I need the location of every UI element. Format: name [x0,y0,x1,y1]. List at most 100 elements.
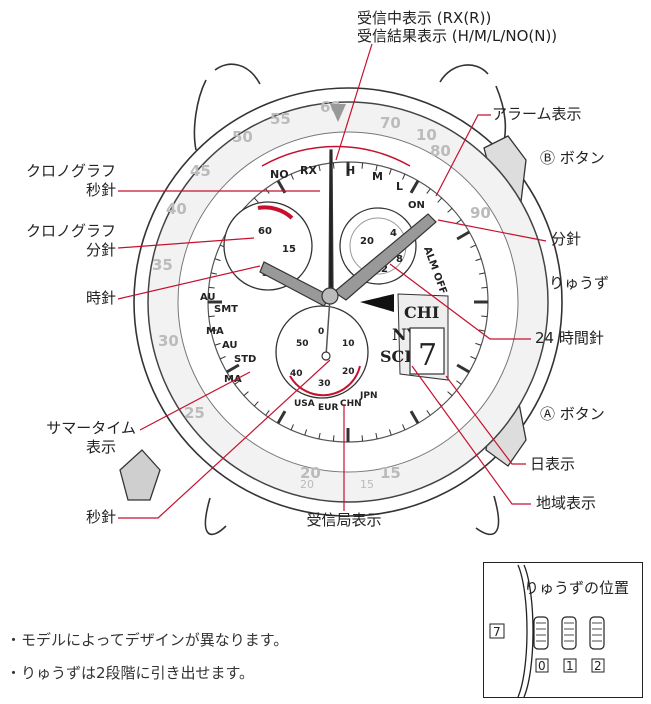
dst-mark: AU [222,340,238,351]
right-subdial-num: 4 [390,228,397,239]
chapter-tick [402,173,406,180]
chapter-tick [290,424,294,431]
watch-case [133,63,563,536]
chapter-tick [214,258,221,262]
bezel-num: 25 [184,404,205,422]
summer-time-label-2: 表示 [85,438,116,456]
chapter-tick [481,315,488,318]
chapter-tick [402,424,406,431]
alarm-indicator-label: アラーム表示 [492,105,582,123]
ring-num: 15 [360,478,374,491]
status-mark-rx: RX [300,164,317,177]
chapter-tick [388,429,392,436]
crown-position-title: りゅうずの位置 [524,579,630,597]
bezel-num: 50 [232,128,253,146]
bottom-subdial-num: 0 [318,327,324,337]
right-subdial: 20 4 8 12 [339,207,417,285]
chapter-tick [332,162,335,169]
left-subdial-num: 60 [258,226,272,237]
dst-mark: MA [206,326,224,337]
bezel-num: 15 [380,464,401,482]
chapter-tick [481,286,488,289]
chapter-tick [456,380,462,385]
chrono-second-hand [328,149,334,291]
status-mark-no: NO [270,168,289,181]
button-b-label: Ⓑ ボタン [540,149,605,167]
reception-scale-arc [261,145,411,167]
second-hand-shape [325,297,331,357]
chapter-tick [470,356,477,360]
chapter-tick [304,429,308,436]
dst-marks: AU SMT MA AU STD MA [200,292,256,385]
bottom-subdial-num: 40 [290,369,303,379]
chapter-tick [208,286,215,289]
crown-left-marker: 7 [493,625,501,639]
reception-result-label: 受信結果表示 (H/M/L/NO(N)) [357,27,558,45]
pointer-lines [117,43,547,519]
chapter-tick [388,168,392,175]
chrono-second-label-1: クロノグラフ [25,162,116,180]
crown-position-box: りゅうずの位置 7 0 1 2 [483,562,643,698]
dst-mark: STD [234,354,256,365]
chapter-tick [447,391,453,397]
chapter-ring-ticks [208,162,488,442]
chapter-tick [426,188,431,194]
bezel-num: 45 [190,162,211,180]
chapter-tick [361,435,364,442]
chapter-tick [475,342,482,346]
region-indicator-label: 地域表示 [536,494,597,512]
dst-mark: MA [224,374,242,385]
chapter-tick [478,272,486,275]
chapter-tick [478,329,486,332]
chapter-tick [290,173,294,180]
bezel-num: 80 [430,142,451,160]
chapter-tick [276,410,287,424]
chapter-tick [234,380,240,385]
date-window: 7 [409,327,445,375]
hands [259,149,437,361]
minute-hand-shape [332,213,437,301]
chapter-tick [318,164,321,172]
chapter-tick [243,391,249,397]
chapter-tick [208,315,215,318]
chapter-tick [318,432,321,440]
receiving-indicator-label: 受信中表示 (RX(R)) [357,9,492,27]
chapter-tick [210,329,218,332]
minute-hand-label: 分針 [551,230,582,248]
status-mark-l: L [396,180,403,193]
note-crown: ・りゅうずは2段階に引き出せます。 [6,664,255,682]
notes: ・モデルによってデザインが異なります。 ・りゅうずは2段階に引き出せます。 [6,624,288,690]
chapter-tick [214,342,221,346]
right-subdial-num: 20 [360,236,374,247]
chrono-minute-label-1: クロノグラフ [25,222,116,240]
chapter-tick [304,168,308,175]
crown-label: りゅうず [549,274,610,292]
chapter-tick [437,197,443,203]
alarm-mark-on: ON [408,200,425,211]
chapter-tick [375,432,378,440]
summer-time-label-1: サマータイム [46,419,136,437]
chapter-tick [409,410,420,424]
chapter-tick [456,363,470,374]
city-chi: CHI [404,303,439,322]
chapter-tick [332,435,335,442]
hand-24h-label: 24 時間針 [535,329,604,347]
bottom-ring: 20 15 [300,478,374,491]
chapter-tick [456,219,462,224]
ring-num: 20 [300,478,314,491]
status-mark-m: M [372,170,383,183]
station-mark: CHN [340,399,362,409]
station-indicator-label: 受信局表示 [306,511,382,529]
chrono-minute-label-2: 分針 [85,241,116,259]
bottom-subdial-num: 20 [342,367,355,377]
date-digit: 7 [418,338,437,373]
chapter-tick [226,363,240,374]
chapter-tick [253,197,259,203]
date-indicator-label: 日表示 [530,455,576,473]
chapter-tick [253,401,259,407]
bezel-num: 30 [158,332,179,350]
chapter-tick [361,162,364,169]
dst-mark: SMT [214,304,238,315]
chapter-tick [375,164,378,172]
